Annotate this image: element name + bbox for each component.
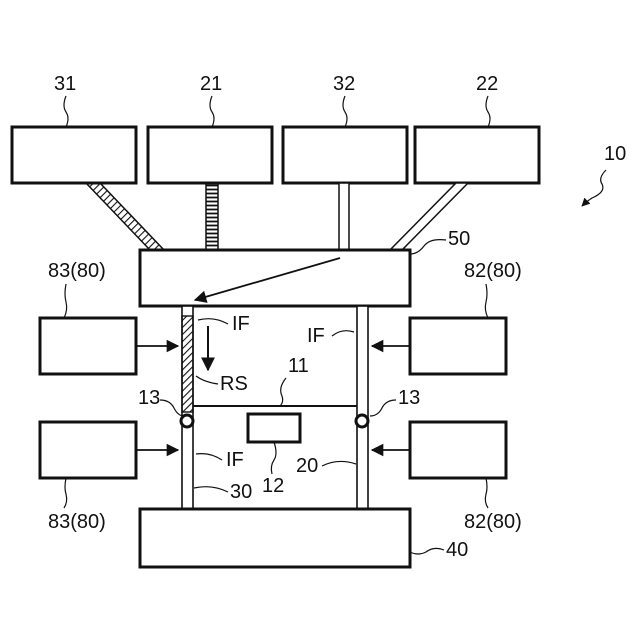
block-32 xyxy=(283,127,407,183)
label-12: 12 xyxy=(262,475,284,497)
label-if-left-upper: IF xyxy=(232,313,250,335)
leader-50 xyxy=(410,240,446,254)
left-lower-box xyxy=(40,422,136,478)
leader-21 xyxy=(210,96,214,127)
right-rail-20 xyxy=(357,306,368,509)
leader-right-upper xyxy=(485,284,488,318)
label-if-left-lower: IF xyxy=(226,449,244,471)
base-40 xyxy=(140,509,410,567)
leader-11 xyxy=(280,378,286,406)
block-22 xyxy=(415,127,539,183)
label-left-upper: 83(80) xyxy=(48,260,106,282)
leader-13-right xyxy=(370,400,396,416)
label-31: 31 xyxy=(54,73,76,95)
leader-20 xyxy=(322,461,356,466)
block-21 xyxy=(148,127,272,183)
link-31-hatched xyxy=(86,183,164,250)
leader-rs xyxy=(196,376,218,384)
label-right-upper: 82(80) xyxy=(464,260,522,282)
leader-22 xyxy=(486,96,490,127)
leader-left-lower xyxy=(64,478,67,508)
label-30: 30 xyxy=(230,481,252,503)
label-11: 11 xyxy=(288,355,309,377)
label-13-left: 13 xyxy=(138,387,160,409)
leader-31 xyxy=(64,96,68,127)
label-21: 21 xyxy=(200,73,222,95)
label-rs: RS xyxy=(220,373,248,395)
link-21-striped xyxy=(206,183,218,250)
label-40: 40 xyxy=(446,539,468,561)
leader-10 xyxy=(582,170,606,206)
leader-right-lower xyxy=(485,478,488,508)
label-20: 20 xyxy=(296,455,318,477)
pivot-right-13 xyxy=(356,415,368,427)
leader-40 xyxy=(410,548,444,554)
label-right-lower: 82(80) xyxy=(464,511,522,533)
label-10: 10 xyxy=(604,143,626,165)
hatched-region-rs xyxy=(182,316,193,412)
leader-if-right xyxy=(332,331,354,336)
left-upper-box xyxy=(40,318,136,374)
label-32: 32 xyxy=(333,73,355,95)
leader-32 xyxy=(343,96,347,127)
leader-left-upper xyxy=(64,284,67,318)
label-13-right: 13 xyxy=(398,387,420,409)
controller-50 xyxy=(140,250,410,306)
label-if-right: IF xyxy=(307,325,325,347)
link-32-plain xyxy=(339,183,349,250)
right-lower-box xyxy=(410,422,506,478)
right-upper-box xyxy=(410,318,506,374)
carrier-12 xyxy=(248,414,300,442)
pivot-left-13 xyxy=(181,415,193,427)
leader-13-left xyxy=(160,400,184,416)
block-31 xyxy=(12,127,136,183)
leader-30 xyxy=(194,487,228,492)
label-22: 22 xyxy=(476,73,498,95)
label-50: 50 xyxy=(448,228,470,250)
leader-if-left-lower xyxy=(196,454,222,460)
leader-12 xyxy=(271,442,276,474)
label-left-lower: 83(80) xyxy=(48,511,106,533)
leader-if-left-upper xyxy=(198,319,228,324)
